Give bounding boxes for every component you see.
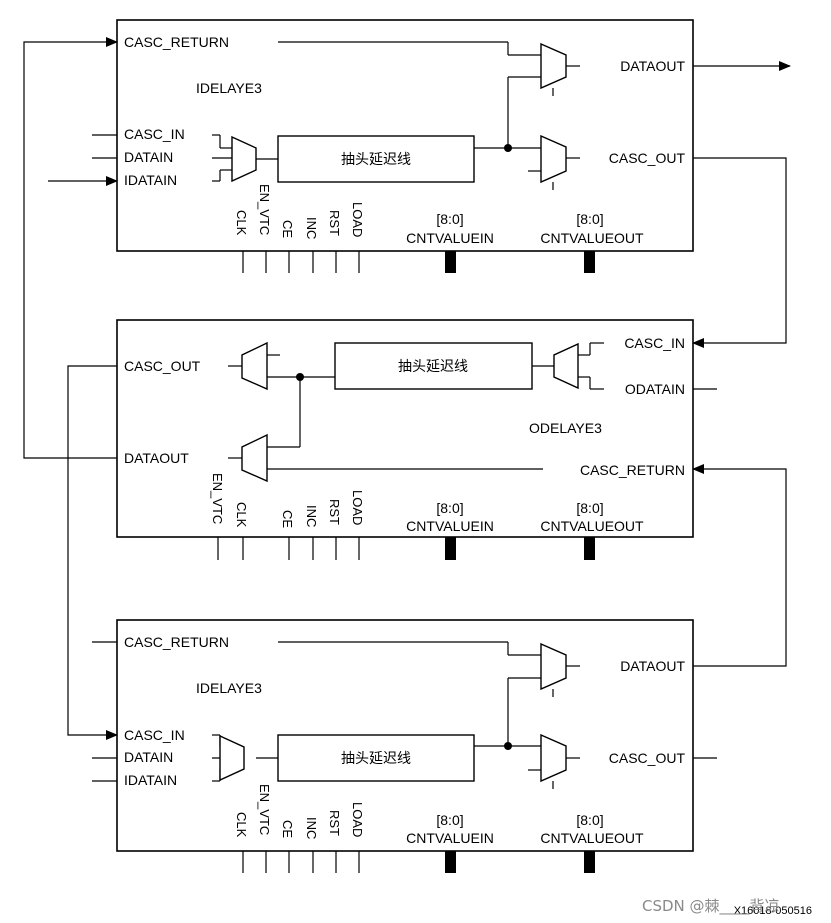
port-odatain: ODATAIN — [625, 381, 685, 397]
bus-in-pin — [445, 251, 456, 273]
pin-inc: INC — [304, 217, 319, 239]
input-mux — [553, 342, 579, 390]
tap-delay-line — [277, 135, 475, 183]
pin-clk: CLK — [234, 210, 249, 236]
pin-ce: CE — [280, 820, 295, 838]
tap-delay-line-label: 抽头延迟线 — [341, 751, 411, 767]
pin-rst: RST — [327, 810, 342, 836]
bus-in-label: CNTVALUEIN — [406, 830, 494, 846]
tap-delay-line — [334, 342, 533, 390]
block-title: IDELAYE3 — [196, 680, 262, 696]
bus-in-index: [8:0] — [436, 812, 463, 828]
pin-ce: CE — [280, 510, 295, 528]
bus-out-index: [8:0] — [576, 211, 603, 227]
casc-out-mux — [540, 134, 567, 184]
bus-in-index: [8:0] — [436, 211, 463, 227]
wire-casc-out-to-casc-in — [692, 157, 787, 348]
pin-load: LOAD — [350, 490, 365, 525]
pin-en-vtc: EN_VTC — [257, 784, 272, 835]
odelay-block-middle: ODELAYE3 CASC_OUT DATAOUT CASC_IN ODATAI… — [116, 319, 717, 560]
bus-out-pin — [584, 851, 595, 873]
bus-out-index: [8:0] — [576, 500, 603, 516]
idelay-block-bottom: IDELAYE3 CASC_RETURN CASC_IN DATAIN IDAT… — [92, 619, 717, 873]
bus-in-index: [8:0] — [436, 500, 463, 516]
bus-out-label: CNTVALUEOUT — [540, 830, 644, 846]
tap-delay-line-label: 抽头延迟线 — [398, 359, 468, 375]
port-datain: DATAIN — [124, 749, 173, 765]
pin-rst: RST — [327, 499, 342, 525]
port-casc-in: CASC_IN — [124, 727, 185, 743]
watermark: CSDN @棘____背凉 — [642, 897, 780, 916]
port-dataout: DATAOUT — [124, 450, 189, 466]
casc-out-mux — [241, 341, 268, 391]
pin-load: LOAD — [350, 802, 365, 837]
dataout-mux — [540, 42, 567, 90]
pin-clk: CLK — [234, 812, 249, 838]
port-casc-out: CASC_OUT — [609, 750, 686, 766]
block-title: IDELAYE3 — [196, 80, 262, 96]
pin-clk: CLK — [234, 502, 249, 528]
dataout-mux — [540, 642, 567, 691]
pin-inc: INC — [304, 505, 319, 527]
wire-dataout-to-casc-return — [23, 37, 118, 459]
bus-in-label: CNTVALUEIN — [406, 230, 494, 246]
bus-in-pin — [445, 537, 456, 560]
port-idatain: IDATAIN — [124, 772, 177, 788]
tap-delay-line — [277, 734, 475, 782]
port-casc-return: CASC_RETURN — [580, 462, 685, 478]
port-casc-out: CASC_OUT — [124, 358, 201, 374]
wire-dataout-to-casc-return-bottom — [692, 464, 787, 667]
bus-out-pin — [584, 537, 595, 560]
port-casc-in: CASC_IN — [124, 126, 185, 142]
block-title: ODELAYE3 — [529, 420, 602, 436]
tap-delay-line-label: 抽头延迟线 — [341, 152, 411, 168]
casc-out-mux — [540, 733, 567, 783]
bus-out-label: CNTVALUEOUT — [540, 518, 644, 534]
bus-in-label: CNTVALUEIN — [406, 518, 494, 534]
wire-casc-out-to-casc-in-bottom — [67, 365, 118, 740]
pin-en-vtc: EN_VTC — [257, 184, 272, 235]
dataout-mux — [241, 433, 268, 483]
bus-out-label: CNTVALUEOUT — [540, 230, 644, 246]
pin-en-vtc: EN_VTC — [210, 473, 225, 524]
port-datain: DATAIN — [124, 149, 173, 165]
port-idatain: IDATAIN — [124, 172, 177, 188]
bus-out-pin — [584, 251, 595, 273]
port-casc-in: CASC_IN — [624, 335, 685, 351]
bus-out-index: [8:0] — [576, 812, 603, 828]
pin-load: LOAD — [350, 202, 365, 237]
pin-rst: RST — [327, 210, 342, 236]
input-mux — [219, 734, 245, 782]
port-casc-out: CASC_OUT — [609, 150, 686, 166]
port-dataout: DATAOUT — [620, 58, 685, 74]
port-dataout: DATAOUT — [620, 658, 685, 674]
pin-inc: INC — [304, 817, 319, 839]
port-casc-return: CASC_RETURN — [124, 34, 229, 50]
cascade-wires — [23, 37, 787, 740]
idelay-block-top: IDELAYE3 CASC_RETURN CASC_IN DATAIN IDAT… — [48, 19, 791, 273]
bus-in-pin — [445, 851, 456, 873]
port-casc-return: CASC_RETURN — [124, 634, 229, 650]
figure-id: X16018-050516 — [734, 905, 812, 917]
input-mux — [231, 135, 257, 183]
pin-ce: CE — [280, 220, 295, 238]
